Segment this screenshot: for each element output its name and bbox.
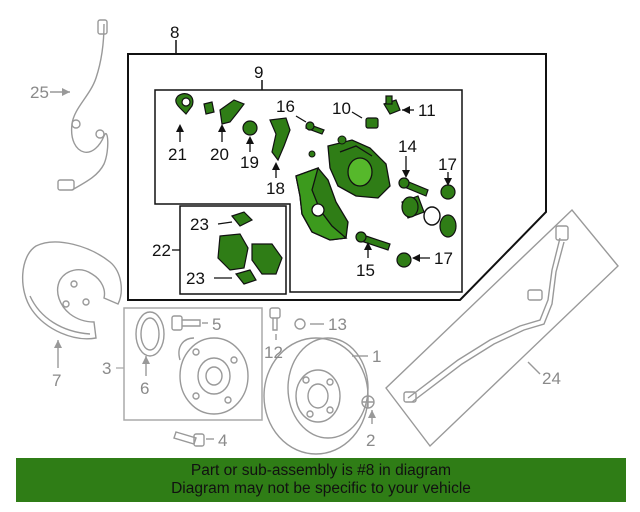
clip-20-icon bbox=[203, 99, 245, 125]
callout-1: 1 bbox=[372, 347, 381, 366]
callout-17-bottom: 17 bbox=[434, 249, 453, 268]
bleeder-screw-icon bbox=[365, 95, 401, 129]
caliper-body-icon bbox=[327, 139, 391, 199]
callout-9: 9 bbox=[254, 63, 263, 82]
dust-shield-icon bbox=[21, 241, 122, 340]
callout-21: 21 bbox=[168, 145, 187, 164]
hub-assembly-3-frame bbox=[123, 307, 263, 421]
guide-boot-icon bbox=[396, 252, 412, 268]
dust-boot-icon bbox=[439, 214, 457, 238]
callout-13: 13 bbox=[328, 315, 347, 334]
bolt-12-icon bbox=[269, 307, 281, 331]
clip-21-icon bbox=[175, 93, 194, 115]
callout-10: 10 bbox=[332, 99, 351, 118]
callout-15: 15 bbox=[356, 261, 375, 280]
bolt-4-icon bbox=[173, 431, 205, 447]
callout-6: 6 bbox=[140, 379, 149, 398]
info-banner: Part or sub-assembly is #8 in diagram Di… bbox=[16, 458, 626, 502]
washer-13-icon bbox=[294, 318, 306, 330]
bracket-18-icon bbox=[269, 117, 291, 162]
callout-16: 16 bbox=[276, 97, 295, 116]
callout-24: 24 bbox=[542, 369, 561, 388]
piston-icon bbox=[401, 195, 425, 219]
callout-4: 4 bbox=[218, 431, 227, 450]
piston-seal-icon bbox=[423, 206, 441, 226]
guide-pin-15-icon bbox=[355, 231, 391, 251]
callout-2: 2 bbox=[366, 431, 375, 450]
banner-line-2: Diagram may not be specific to your vehi… bbox=[171, 480, 471, 497]
callout-3: 3 bbox=[102, 359, 111, 378]
callout-20: 20 bbox=[210, 145, 229, 164]
callout-7: 7 bbox=[52, 371, 61, 390]
rotor-screw-icon bbox=[361, 395, 375, 409]
callout-25: 25 bbox=[30, 83, 49, 102]
callout-23-top: 23 bbox=[190, 215, 209, 234]
hub-bolt-icon bbox=[171, 315, 201, 331]
wheel-hub-icon bbox=[135, 311, 249, 415]
caliper-bracket-icon bbox=[295, 166, 349, 241]
callout-22: 22 bbox=[152, 241, 171, 260]
assembly-8-frame bbox=[127, 53, 547, 301]
callout-23-bottom: 23 bbox=[186, 269, 205, 288]
callout-12: 12 bbox=[264, 343, 283, 362]
callout-8: 8 bbox=[170, 23, 179, 42]
bleeder-cap-icon bbox=[440, 184, 456, 200]
wheel-speed-sensor-icon bbox=[57, 19, 109, 191]
callout-11: 11 bbox=[418, 101, 436, 120]
bushing-19-icon bbox=[242, 120, 258, 136]
guide-pin-14-icon bbox=[398, 177, 429, 197]
brake-hose-icon bbox=[403, 225, 569, 403]
brake-parts-diagram: 8 9 16 10 11 14 17 17 15 21 20 19 18 23 … bbox=[21, 19, 619, 455]
callout-17-top: 17 bbox=[438, 155, 457, 174]
callout-14: 14 bbox=[398, 137, 417, 156]
bolt-16-icon bbox=[305, 121, 325, 135]
brake-pad-icon bbox=[217, 211, 283, 285]
brake-hose-frame bbox=[385, 208, 619, 448]
callout-18: 18 bbox=[266, 179, 285, 198]
caliper-assembly-9-frame bbox=[154, 89, 463, 293]
callout-5: 5 bbox=[212, 315, 221, 334]
callout-19: 19 bbox=[240, 153, 259, 172]
banner-line-1: Part or sub-assembly is #8 in diagram bbox=[190, 462, 452, 479]
